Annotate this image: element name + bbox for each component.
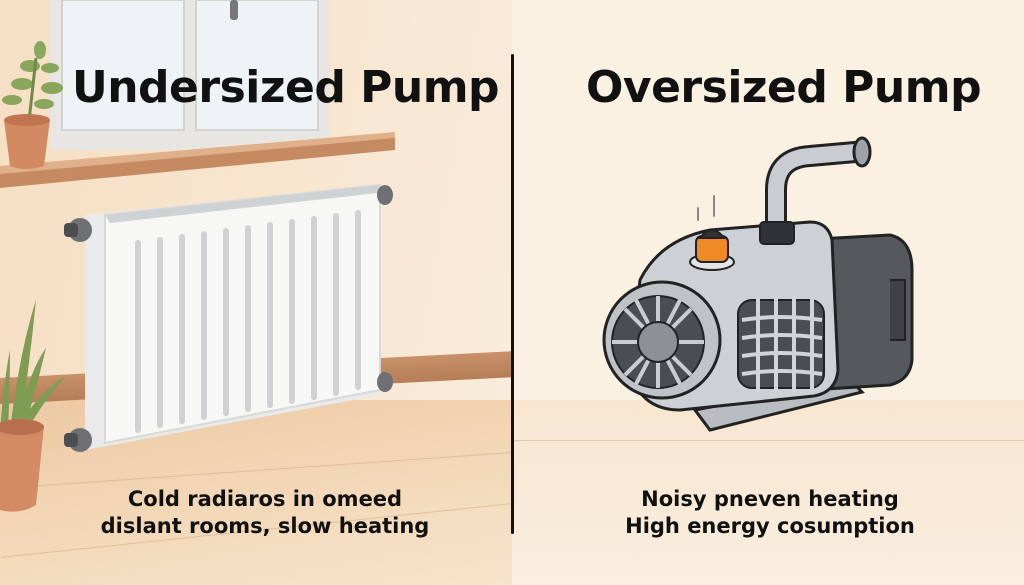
caption-line: Noisy pneven heating	[641, 487, 899, 511]
undersized-pump-caption: Cold radiaros in omeed dislant rooms, sl…	[100, 486, 430, 540]
radiator-icon	[64, 183, 393, 452]
potted-plant-icon	[0, 300, 66, 512]
oversized-pump-caption: Noisy pneven heating High energy cosumpt…	[600, 486, 940, 540]
pump-icon	[602, 136, 914, 432]
floor-tile-line	[512, 440, 1024, 441]
caption-line: High energy cosumption	[625, 514, 915, 538]
caption-line: Cold radiaros in omeed	[127, 487, 403, 511]
divider-line	[511, 54, 514, 534]
window-sill	[0, 132, 395, 188]
window-icon	[50, 0, 330, 150]
oversized-pump-title: Oversized Pump	[586, 62, 982, 113]
potted-plant-icon	[2, 41, 63, 169]
caption-line: dislant rooms, slow heating	[100, 514, 430, 538]
undersized-pump-title: Undersized Pump	[72, 62, 500, 113]
right-floor	[512, 400, 1024, 585]
